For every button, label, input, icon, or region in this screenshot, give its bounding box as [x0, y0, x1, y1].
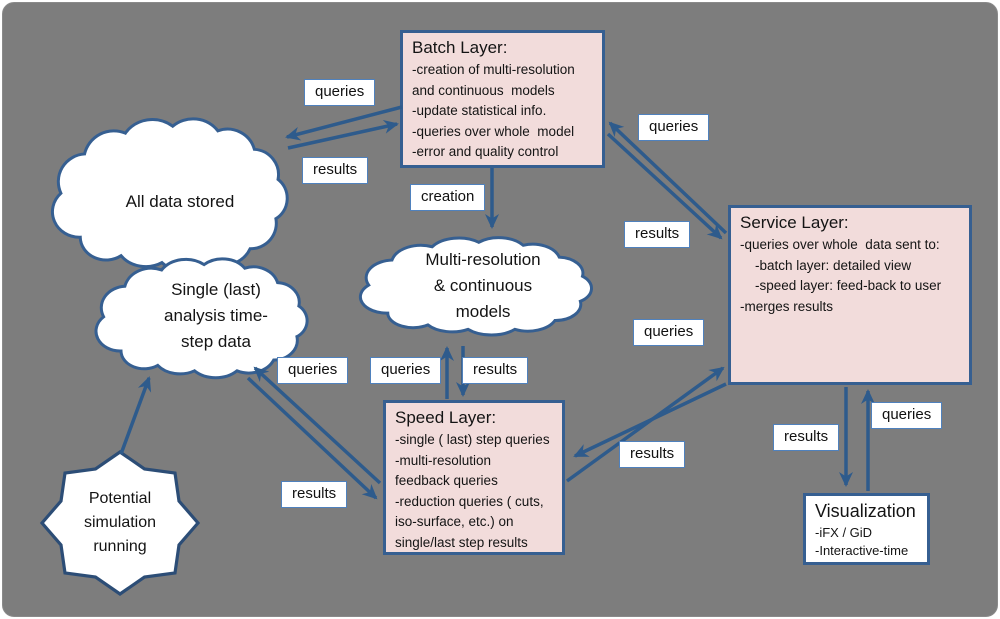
edge-label-results-multires-speed: results	[462, 357, 529, 384]
edge-label-queries-batch-service: queries	[638, 114, 710, 141]
arrow-singlelast-to-speed-results	[246, 376, 378, 500]
cloud-all-data-stored	[48, 110, 306, 295]
service-layer-line: -queries over whole data sent to:	[740, 237, 940, 252]
service-layer-line: -batch layer: detailed view	[740, 257, 912, 273]
edge-label-results-service-visualization: results	[773, 424, 840, 451]
speed-layer-line: -reduction queries ( cuts,	[395, 493, 544, 509]
cloud-single-last-step	[92, 252, 324, 396]
batch-layer-box: Batch Layer: -creation of multi-resoluti…	[400, 30, 605, 168]
visualization-box: Visualization -iFX / GiD -Interactive-ti…	[803, 493, 930, 565]
edge-label-results-batch-service: results	[624, 221, 691, 248]
batch-layer-line: -update statistical info.	[412, 103, 547, 118]
cloud-multi-res-label: Multi-resolution & continuous models	[425, 250, 541, 321]
arrow-service-to-batch-queries	[608, 121, 728, 235]
arrow-simulation-to-singlelast	[119, 376, 152, 455]
edge-label-queries-speed-service: queries	[633, 319, 705, 346]
batch-layer-line: -creation of multi-resolution	[412, 62, 575, 77]
edge-label-results-alldata-batch: results	[302, 157, 369, 184]
edge-label-queries-alldata-batch: queries	[304, 79, 376, 106]
arrow-batch-to-service-results	[606, 132, 723, 240]
cloud-multi-resolution-models	[356, 232, 610, 350]
arrow-service-to-speed-results	[573, 382, 727, 458]
speed-layer-line: -single ( last) step queries	[395, 432, 550, 447]
edge-label-queries-visualization-service: queries	[871, 402, 943, 429]
edge-label-queries-singlelast-speed: queries	[277, 357, 349, 384]
arrow-speed-to-singlelast-queries	[253, 366, 382, 485]
edge-label-results-speed-service: results	[619, 441, 686, 468]
burst-simulation-label: Potential simulation running	[83, 490, 157, 555]
speed-layer-title: Speed Layer:	[395, 408, 497, 427]
batch-layer-title: Batch Layer:	[412, 38, 508, 57]
edge-label-creation: creation	[410, 184, 486, 211]
service-layer-box: Service Layer: -queries over whole data …	[728, 205, 972, 385]
edge-label-queries-multires-speed: queries	[370, 357, 442, 384]
visualization-line: -Interactive-time	[815, 542, 909, 558]
arrow-batch-to-alldata-queries	[285, 105, 403, 141]
batch-layer-line: and continuous models	[412, 82, 555, 98]
service-layer-line: -speed layer: feed-back to user	[740, 278, 942, 293]
service-layer-line: -merges results	[740, 298, 834, 314]
speed-layer-box: Speed Layer: -single ( last) step querie…	[383, 400, 565, 555]
burst-simulation-shape	[39, 450, 201, 596]
edge-label-results-singlelast-speed: results	[281, 481, 348, 508]
batch-layer-line: -queries over whole model	[412, 123, 575, 139]
batch-layer-line: -error and quality control	[412, 144, 559, 159]
cloud-all-data-label: All data stored	[125, 192, 235, 211]
speed-layer-line: iso-surface, etc.) on	[395, 514, 514, 529]
cloud-single-last-label: Single (last) analysis time- step data	[164, 280, 268, 351]
speed-layer-line: feedback queries	[395, 473, 498, 488]
speed-layer-line: -multi-resolution	[395, 452, 492, 468]
visualization-line: -iFX / GiD	[815, 525, 873, 540]
visualization-title: Visualization	[815, 501, 916, 521]
arrow-alldata-to-batch-results	[287, 119, 399, 150]
speed-layer-line: single/last step results	[395, 534, 528, 550]
service-layer-title: Service Layer:	[740, 213, 849, 232]
